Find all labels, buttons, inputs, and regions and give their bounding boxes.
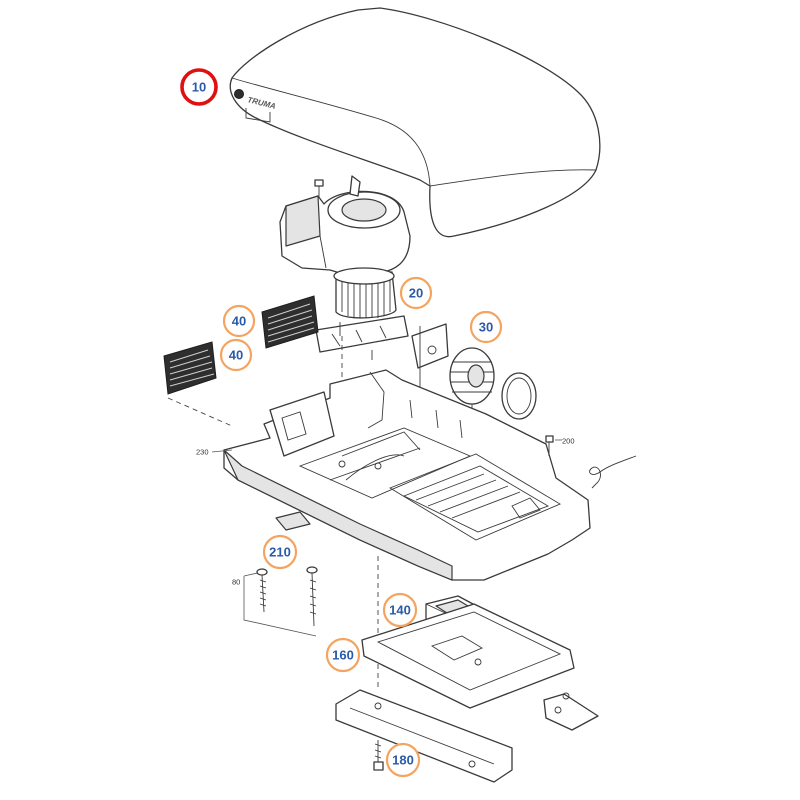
callout-label-10: 10	[192, 80, 206, 95]
ref-label-80: 80	[232, 578, 240, 587]
callout-40-upper[interactable]: 40	[222, 304, 256, 338]
grille-upper-part[interactable]	[261, 295, 319, 349]
callout-label-210: 210	[269, 545, 291, 560]
callout-label-40-upper: 40	[232, 314, 246, 329]
callout-label-160: 160	[332, 648, 354, 663]
fan-wheel-part[interactable]	[411, 323, 537, 444]
blower-assembly-part[interactable]	[279, 175, 411, 319]
callout-210[interactable]: 210	[262, 534, 298, 570]
callout-30[interactable]: 30	[469, 310, 503, 344]
callout-10[interactable]: 10	[180, 68, 218, 106]
grille-lower-part[interactable]	[163, 341, 217, 395]
bottom-plate-part[interactable]	[335, 689, 599, 783]
callout-label-140: 140	[389, 603, 411, 618]
motor-bracket	[315, 315, 409, 360]
callout-label-30: 30	[479, 320, 493, 335]
small-plate-part[interactable]	[275, 511, 311, 531]
gasket-frame-part[interactable]	[361, 603, 575, 709]
callout-180[interactable]: 180	[385, 742, 421, 778]
bolts-part	[243, 566, 318, 637]
ref-label-200: 200	[562, 437, 575, 446]
callout-label-180: 180	[392, 753, 414, 768]
ref-label-230: 230	[196, 448, 209, 457]
callout-20[interactable]: 20	[399, 276, 433, 310]
callout-label-40-lower: 40	[229, 348, 243, 363]
base-tray-part[interactable]	[223, 369, 591, 581]
outer-cover-part[interactable]: TRUMA	[229, 7, 601, 238]
screw-200	[545, 435, 562, 456]
callout-160[interactable]: 160	[325, 637, 361, 673]
callout-label-20: 20	[409, 286, 423, 301]
callout-40-lower[interactable]: 40	[219, 338, 253, 372]
callout-140[interactable]: 140	[382, 592, 418, 628]
screw-180	[373, 740, 384, 771]
cable-part	[589, 455, 637, 489]
